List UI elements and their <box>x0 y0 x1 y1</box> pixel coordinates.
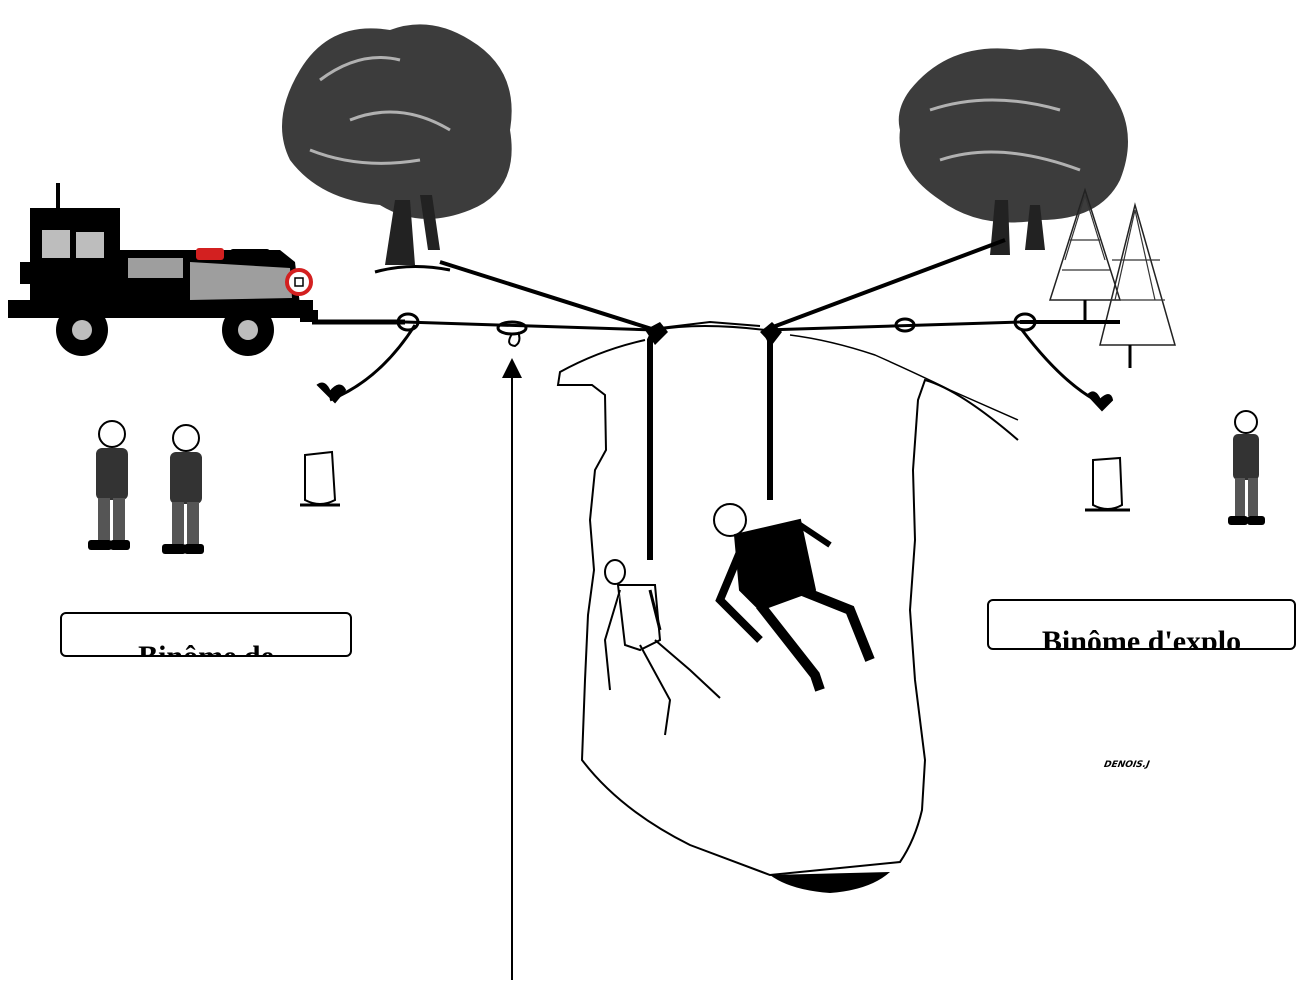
anchor-bag-icon <box>1085 392 1130 510</box>
arrow-up-icon <box>502 358 522 980</box>
right-team-label: Binôme d'explo <box>987 599 1296 650</box>
fire-truck-icon <box>8 183 318 356</box>
shaft-floor <box>770 872 890 893</box>
firefighter-icon <box>88 421 130 550</box>
anchor-bag-icon <box>300 384 345 505</box>
right-team-label-text: Binôme d'explo <box>989 627 1294 650</box>
left-team-label: Binôme de <box>60 612 352 657</box>
carabiner-icon <box>398 314 1035 346</box>
firefighter-icon <box>1228 411 1265 525</box>
firefighter-icon <box>162 425 204 554</box>
left-team-label-text: Binôme de <box>62 642 350 657</box>
tree-icon <box>282 24 512 272</box>
victim-icon <box>605 560 720 735</box>
rescuer-icon <box>714 504 870 690</box>
artist-signature: DENOIS.J <box>1103 760 1150 770</box>
